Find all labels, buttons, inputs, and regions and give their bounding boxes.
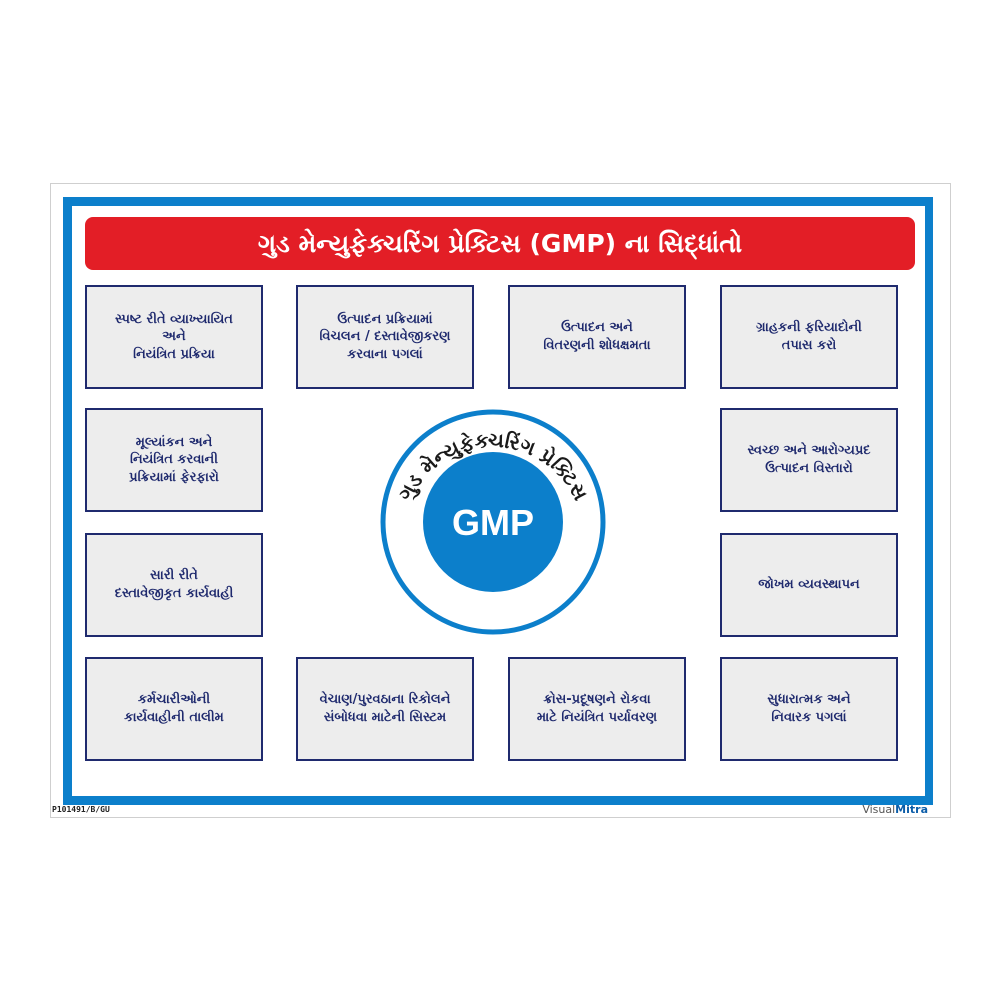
brand-part: Mitra (895, 803, 928, 816)
emblem-disc (423, 452, 563, 592)
principle-box: કર્મચારીઓની કાર્યવાહીની તાલીમ (85, 657, 263, 761)
principle-box: ક્રોસ-પ્રદૂષણને રોકવા માટે નિયંત્રિત પર્… (508, 657, 686, 761)
brand-logo: VisualMitra (862, 803, 928, 816)
gmp-emblem: ગુડ મેન્યુફેક્ચરિંગ પ્રેક્ટિસ GMP (380, 409, 606, 635)
principle-box: સ્પષ્ટ રીતે વ્યાખ્યાયિત અને નિયંત્રિત પ્… (85, 285, 263, 389)
brand-part: Visual (862, 803, 896, 816)
principle-box: સ્વચ્છ અને આરોગ્યપ્રદ ઉત્પાદન વિસ્તારો (720, 408, 898, 512)
principle-box: ઉત્પાદન અને વિતરણની શોધક્ષમતા (508, 285, 686, 389)
principle-box: જોખમ વ્યવસ્થાપન (720, 533, 898, 637)
principle-box: મૂલ્યાંકન અને નિયંત્રિત કરવાની પ્રક્રિયા… (85, 408, 263, 512)
poster-title: ગુડ મેન્યુફેક્ચરિંગ પ્રેક્ટિસ (GMP) ના સ… (85, 217, 915, 270)
product-code: P101491/B/GU (52, 805, 110, 814)
principle-box: સુધારાત્મક અને નિવારક પગલાં (720, 657, 898, 761)
emblem-label: GMP (452, 502, 534, 543)
principle-box: ઉત્પાદન પ્રક્રિયામાં વિચલન / દસ્તાવેજીકર… (296, 285, 474, 389)
principle-box: ગ્રાહકની ફરિયાદોની તપાસ કરો (720, 285, 898, 389)
principle-box: વેચાણ/પુરવઠાના રિકોલને સંબોધવા માટેની સિ… (296, 657, 474, 761)
principle-box: સારી રીતે દસ્તાવેજીકૃત કાર્યવાહી (85, 533, 263, 637)
